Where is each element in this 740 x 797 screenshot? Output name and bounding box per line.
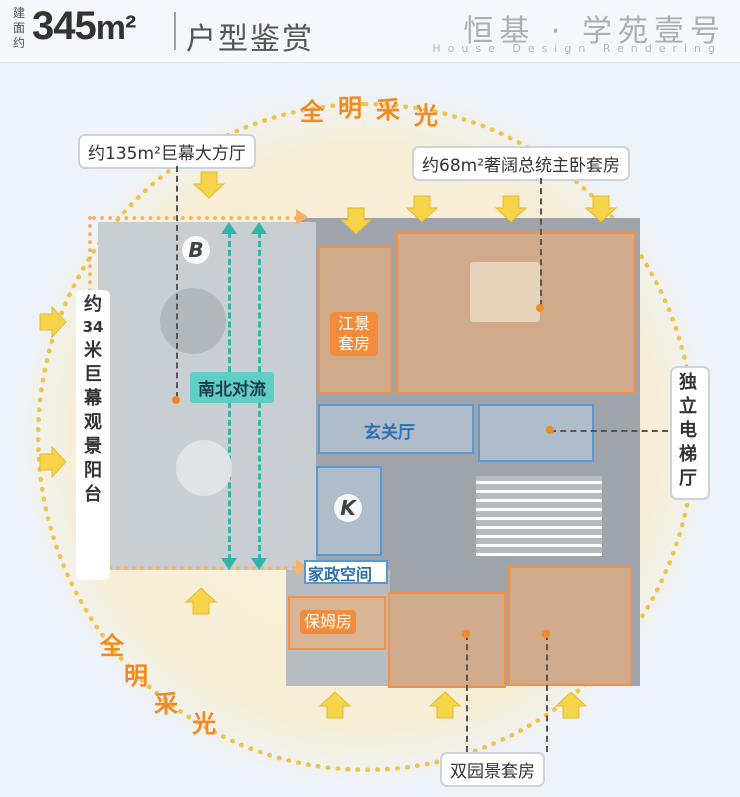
- housekeeping-label: 家政空间: [308, 565, 373, 584]
- foyer: [318, 404, 474, 454]
- garden-suite-leader-2: [546, 634, 548, 752]
- lighting-bottom-char-3: 采: [154, 690, 178, 718]
- balcony-char-4: 巨: [84, 364, 102, 385]
- garden-suite-2: [508, 566, 632, 686]
- area-caption: 建面约: [12, 6, 25, 50]
- lighting-bottom-char-1: 全: [100, 632, 124, 660]
- area-value: 345m²: [32, 4, 137, 49]
- balcony-char-6: 观: [84, 412, 102, 433]
- master-suite-callout: 约68m²奢阔总统主卧套房: [412, 146, 631, 181]
- room-letter-b: B: [182, 236, 210, 264]
- balcony-char-5: 幕: [84, 388, 102, 409]
- elevator-lobby: [478, 404, 594, 462]
- lighting-bottom-char-4: 光: [192, 710, 216, 738]
- flow-line-bottom: [92, 566, 296, 570]
- elevator-char-2: 立: [679, 396, 697, 417]
- garden-suite-marker-1: [462, 630, 470, 638]
- dining-table: [176, 440, 232, 496]
- header-divider: [174, 12, 176, 50]
- balcony-char-1: 约: [84, 294, 102, 315]
- lighting-top-char-4: 光: [414, 102, 438, 130]
- master-suite-marker: [536, 304, 544, 312]
- flow-line-top: [92, 216, 298, 220]
- ventilation-arrow-down-1: [221, 558, 237, 570]
- balcony-char-9: 台: [84, 484, 102, 505]
- balcony-char-7: 景: [84, 436, 102, 457]
- balcony-char-8: 阳: [84, 460, 102, 481]
- garden-suite-marker-2: [542, 630, 550, 638]
- living-hall-leader: [176, 166, 178, 398]
- balcony-callout-box: [76, 290, 110, 580]
- area-unit: m²: [95, 9, 137, 47]
- nanny-room-label: 保姆房: [300, 610, 357, 634]
- flow-arrow-top: [296, 209, 308, 225]
- garden-suites-callout: 双园景套房: [440, 752, 545, 787]
- elevator-char-5: 厅: [679, 468, 697, 489]
- elevator-char-1: 独: [679, 372, 697, 393]
- elevator-hall-marker: [546, 426, 554, 434]
- balcony-char-3: 米: [84, 340, 102, 361]
- garden-suite-leader-1: [466, 634, 468, 752]
- living-hall-marker: [172, 396, 180, 404]
- housekeeping-space: [304, 560, 388, 584]
- page-title: 户型鉴赏: [186, 22, 314, 57]
- area-number: 345: [32, 4, 97, 48]
- header: 建面约 345m² 户型鉴赏 恒基 · 学苑壹号 House Design Re…: [0, 0, 740, 63]
- master-suite-leader: [540, 178, 542, 306]
- stairwell: [476, 476, 602, 556]
- ventilation-arrow-up-2: [251, 222, 267, 234]
- ventilation-arrow-up-1: [221, 222, 237, 234]
- lighting-top-char-2: 明: [338, 94, 362, 122]
- river-suite-label-line-2: 套房: [337, 334, 370, 353]
- sofa-area: [160, 288, 226, 354]
- lighting-top-char-1: 全: [300, 98, 324, 126]
- ventilation-arrow-down-2: [251, 558, 267, 570]
- master-bed: [470, 262, 540, 322]
- river-suite-label-line-1: 江景: [337, 314, 370, 333]
- brand-name: 恒基 · 学苑壹号: [463, 14, 726, 49]
- elevator-hall-callout-box: [670, 366, 710, 500]
- brand-subtitle: House Design Rendering: [432, 42, 722, 55]
- living-hall-callout: 约135m²巨幕大方厅: [78, 134, 256, 169]
- elevator-char-4: 梯: [679, 444, 697, 465]
- foyer-label: 玄关厅: [364, 423, 415, 443]
- lighting-top-char-3: 采: [376, 96, 400, 124]
- lighting-bottom-char-2: 明: [124, 662, 148, 690]
- garden-suite-1: [388, 592, 506, 688]
- river-view-suite-label: 江景套房: [330, 312, 378, 356]
- room-letter-k: K: [334, 494, 362, 522]
- balcony-char-2: 34: [82, 318, 104, 336]
- elevator-char-3: 电: [679, 420, 697, 441]
- ventilation-label: 南北对流: [190, 372, 274, 403]
- elevator-hall-leader: [550, 430, 668, 432]
